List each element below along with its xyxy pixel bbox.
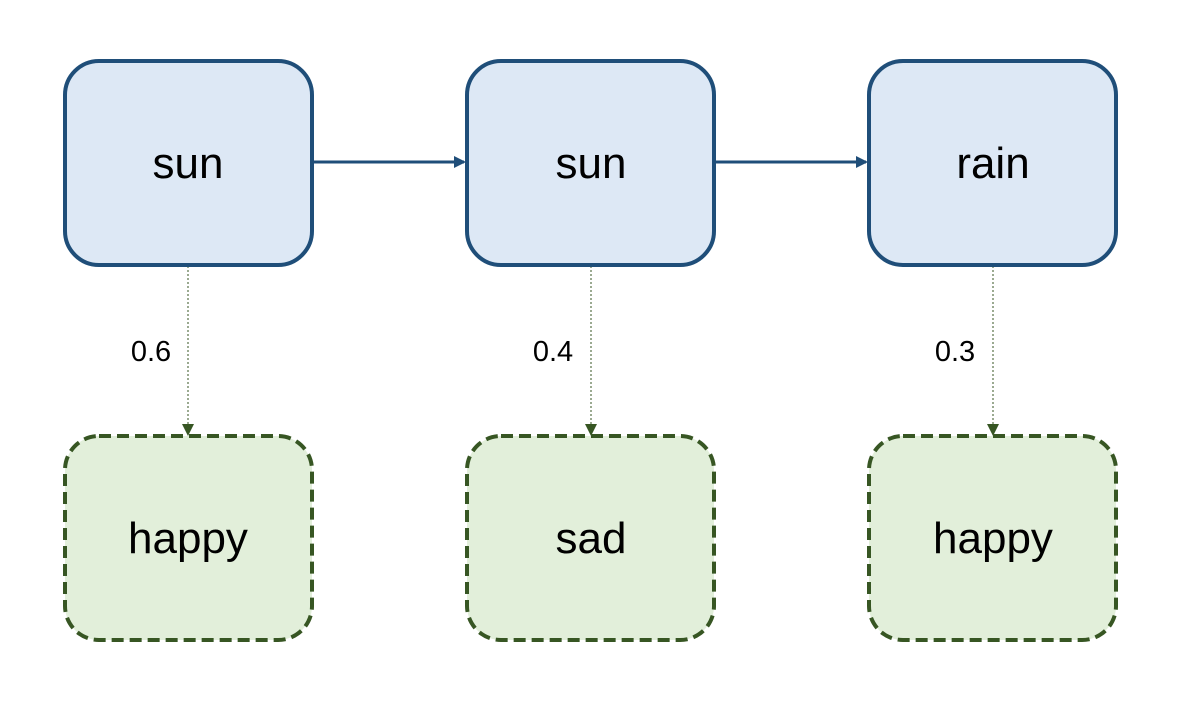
hidden-state-node-1: sun <box>63 59 314 267</box>
hidden-state-label: sun <box>153 139 224 188</box>
emission-arrowhead-1 <box>182 424 194 436</box>
emission-arrowhead-3 <box>987 424 999 436</box>
emission-probability-label: 0.4 <box>533 336 573 368</box>
observation-node-1: happy <box>63 434 314 642</box>
emission-arrowhead-2 <box>585 424 597 436</box>
observation-node-3: happy <box>867 434 1118 642</box>
hidden-state-node-2: sun <box>465 59 716 267</box>
emission-probability-label: 0.3 <box>935 336 975 368</box>
hidden-state-node-3: rain <box>867 59 1118 267</box>
observation-label: happy <box>933 514 1053 563</box>
observation-label: happy <box>128 514 248 563</box>
hidden-state-label: rain <box>956 139 1029 188</box>
hidden-state-label: sun <box>556 139 627 188</box>
observation-label: sad <box>556 514 627 563</box>
emission-probability-label: 0.6 <box>131 336 171 368</box>
observation-node-2: sad <box>465 434 716 642</box>
